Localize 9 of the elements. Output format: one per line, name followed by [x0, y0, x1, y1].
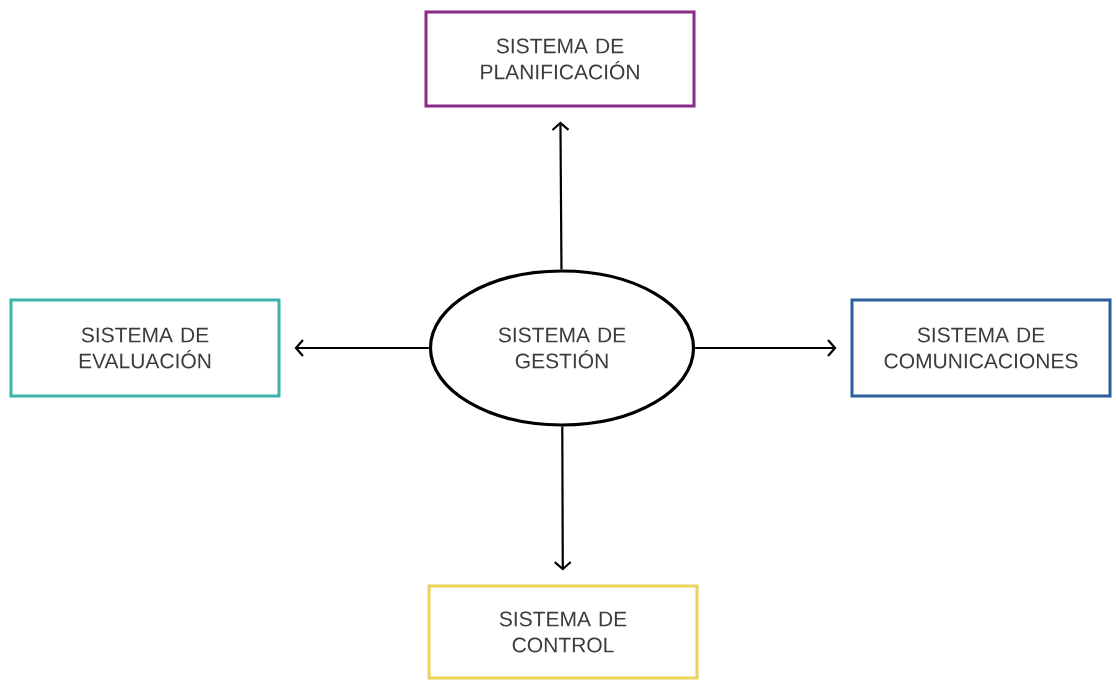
ellipse-node: SISTEMA DE GESTIÓN — [428, 269, 696, 427]
system-box: SISTEMA DE EVALUACIÓN — [9, 298, 281, 398]
arrow — [294, 339, 429, 357]
arrow — [695, 339, 837, 357]
system-box: SISTEMA DE CONTROL — [427, 584, 699, 680]
system-box: SISTEMA DE COMUNICACIONES — [850, 298, 1112, 398]
arrow — [554, 426, 572, 571]
system-box: SISTEMA DE PLANIFICACIÓN — [424, 10, 696, 108]
arrow — [551, 121, 570, 270]
